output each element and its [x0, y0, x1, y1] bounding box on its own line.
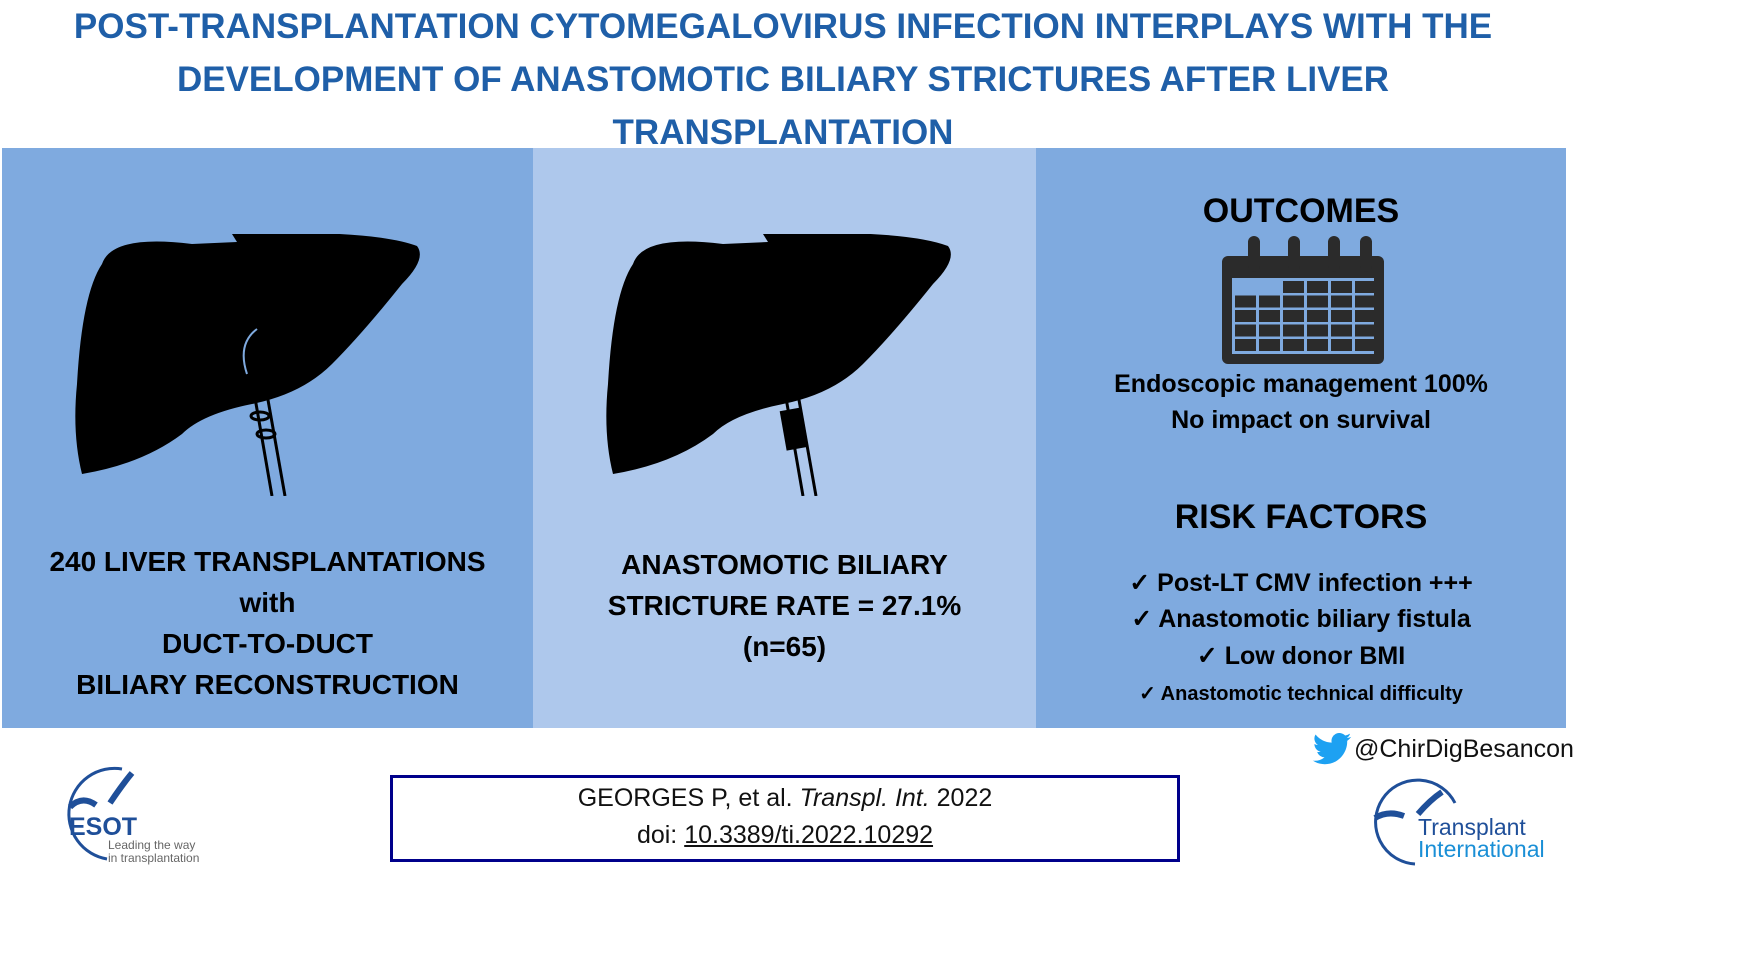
risk-factor-label: Low donor BMI	[1224, 642, 1406, 670]
title-line: DEVELOPMENT OF ANASTOMOTIC BILIARY STRIC…	[176, 60, 1390, 99]
risk-factor-item: ✓ Anastomotic technical difficulty	[1036, 681, 1566, 706]
cohort-text: 240 LIVER TRANSPLANTATIONS with DUCT-TO-…	[2, 541, 533, 705]
stricture-text: ANASTOMOTIC BILIARY STRICTURE RATE = 27.…	[533, 544, 1036, 667]
text-line: STRICTURE RATE = 27.1%	[607, 590, 962, 621]
calendar-cell	[1283, 339, 1304, 351]
calendar-cell	[1355, 295, 1376, 308]
esot-name: ESOT	[69, 813, 138, 841]
calendar-cell	[1355, 310, 1376, 322]
twitter-icon	[1312, 733, 1352, 765]
citation-line: GEORGES P, et al. Transpl. Int. 2022	[393, 780, 1177, 817]
text-line: 240 LIVER TRANSPLANTATIONS	[49, 546, 486, 577]
calendar-cell	[1235, 295, 1256, 308]
risk-factor-item: ✓ Anastomotic biliary fistula	[1036, 604, 1566, 634]
risk-factors-heading: RISK FACTORS	[1174, 498, 1428, 536]
tagline-line: in transplantation	[108, 851, 200, 865]
check-icon: ✓	[1196, 642, 1218, 670]
calendar-cell	[1331, 339, 1352, 351]
calendar-cell	[1331, 295, 1352, 308]
calendar-cell	[1283, 310, 1304, 322]
check-icon: ✓	[1131, 605, 1153, 633]
calendar-icon	[1222, 236, 1384, 364]
check-icon: ✓	[1139, 683, 1156, 705]
calendar-cell	[1307, 295, 1328, 308]
calendar-cell	[1331, 324, 1352, 337]
title-line: POST-TRANSPLANTATION CYTOMEGALOVIRUS INF…	[73, 7, 1493, 46]
liver-stricture-icon	[606, 234, 951, 496]
calendar-cell	[1355, 324, 1376, 337]
panel-outcomes: OUTCOMES Endoscopic management 100% No i…	[1036, 148, 1566, 728]
liver-icon	[75, 234, 420, 496]
calendar-cell	[1355, 339, 1376, 351]
calendar-cell	[1283, 295, 1304, 308]
ti-line: Transplant	[1418, 814, 1526, 840]
calendar-cell	[1235, 310, 1256, 322]
doi-line: doi: 10.3389/ti.2022.10292	[393, 817, 1177, 854]
text-line: with	[239, 587, 296, 618]
calendar-cell	[1355, 281, 1376, 293]
doi-link[interactable]: 10.3389/ti.2022.10292	[684, 821, 934, 849]
calendar-cell	[1235, 324, 1256, 337]
text-line: DUCT-TO-DUCT	[161, 628, 373, 659]
risk-factor-label: Post-LT CMV infection +++	[1157, 569, 1473, 597]
calendar-cell	[1307, 281, 1328, 293]
outcomes-heading: OUTCOMES	[1202, 192, 1400, 230]
text-line: BILIARY RECONSTRUCTION	[76, 669, 459, 700]
text-line: (n=65)	[742, 631, 827, 662]
tagline-line: Leading the way	[108, 838, 196, 852]
check-icon: ✓	[1129, 569, 1151, 597]
title-line: TRANSPLANTATION	[612, 113, 954, 152]
panel-cohort: 240 LIVER TRANSPLANTATIONS with DUCT-TO-…	[2, 148, 533, 728]
calendar-cell	[1259, 339, 1280, 351]
calendar-cell	[1235, 339, 1256, 351]
citation-authors: GEORGES P, et al.	[577, 784, 793, 812]
risk-factor-item: ✓ Post-LT CMV infection +++	[1036, 568, 1566, 598]
citation-box: GEORGES P, et al. Transpl. Int. 2022 doi…	[390, 775, 1180, 862]
calendar-cell	[1259, 324, 1280, 337]
twitter-handle[interactable]: @ChirDigBesancon	[1312, 733, 1574, 765]
doi-label: doi:	[636, 821, 678, 849]
panel-stricture-rate: ANASTOMOTIC BILIARY STRICTURE RATE = 27.…	[533, 148, 1036, 728]
risk-factor-label: Anastomotic technical difficulty	[1160, 683, 1463, 705]
outcome-item: No impact on survival	[1171, 406, 1431, 434]
calendar-cell	[1259, 295, 1280, 308]
risk-factor-item: ✓ Low donor BMI	[1036, 641, 1566, 671]
calendar-cell	[1307, 339, 1328, 351]
calendar-cell	[1259, 310, 1280, 322]
calendar-cell	[1283, 324, 1304, 337]
calendar-cell	[1307, 310, 1328, 322]
risk-factor-label: Anastomotic biliary fistula	[1158, 605, 1471, 633]
citation-year: 2022	[936, 784, 993, 812]
text-line: ANASTOMOTIC BILIARY	[621, 549, 948, 580]
handle-text: @ChirDigBesancon	[1354, 734, 1574, 763]
outcome-item: Endoscopic management 100%	[1114, 370, 1488, 398]
citation-journal: Transpl. Int.	[799, 784, 930, 812]
ti-line: International	[1418, 836, 1545, 862]
calendar-cell	[1283, 281, 1304, 293]
page-title: POST-TRANSPLANTATION CYTOMEGALOVIRUS INF…	[0, 0, 1566, 159]
calendar-cell	[1307, 324, 1328, 337]
calendar-cell	[1331, 281, 1352, 293]
calendar-cell	[1331, 310, 1352, 322]
